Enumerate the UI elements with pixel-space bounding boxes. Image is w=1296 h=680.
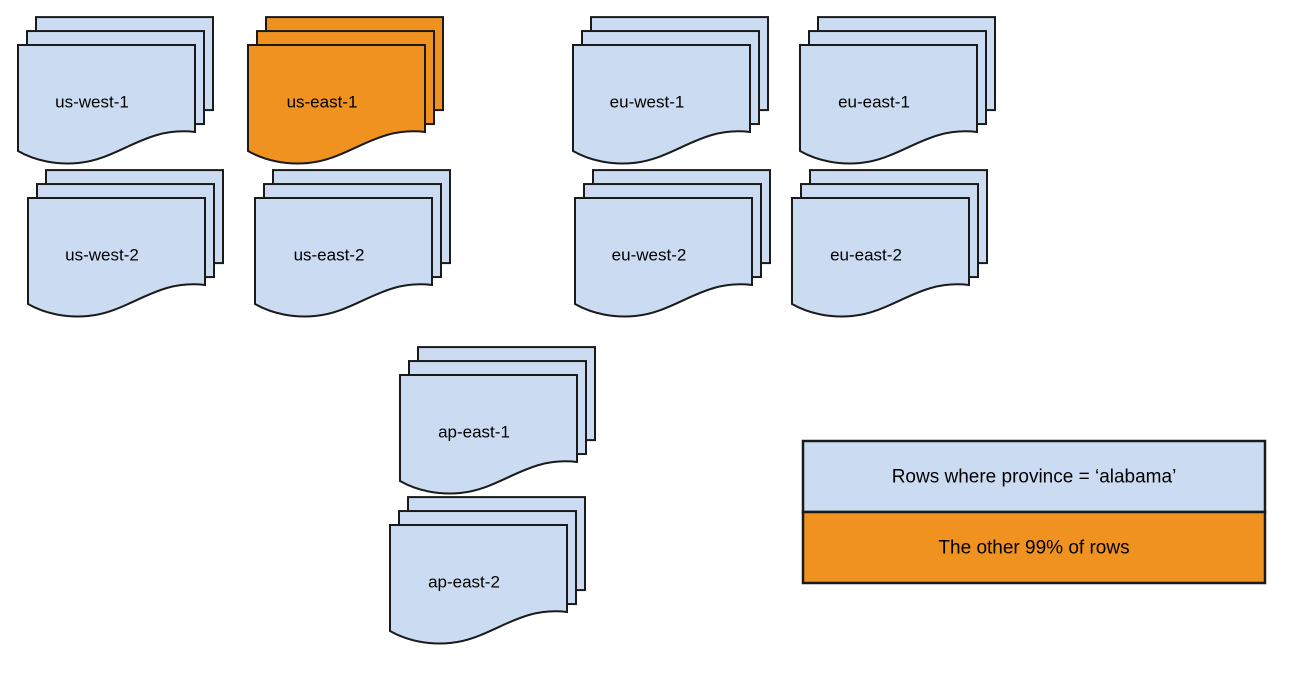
doc-stack-front-sheet <box>799 44 978 165</box>
doc-stack-label-ap-east-2: ap-east-2 <box>428 572 500 591</box>
doc-stack-label-us-east-2: us-east-2 <box>294 245 365 264</box>
doc-stack-eu-west-2[interactable]: eu-west-2 <box>574 169 771 318</box>
doc-stack-ap-east-1[interactable]: ap-east-1 <box>399 346 596 495</box>
doc-stack-label-us-west-1: us-west-1 <box>55 92 129 111</box>
doc-stack-eu-east-2[interactable]: eu-east-2 <box>791 169 988 318</box>
doc-stack-us-east-1[interactable]: us-east-1 <box>247 16 444 165</box>
doc-stack-front-sheet <box>247 44 426 165</box>
legend-label-rows-alabama: Rows where province = ‘alabama’ <box>892 467 1177 488</box>
doc-stack-front-sheet <box>389 524 568 645</box>
doc-stack-label-eu-east-1: eu-east-1 <box>838 92 910 111</box>
doc-stack-front-sheet <box>254 197 433 318</box>
doc-stack-eu-east-1[interactable]: eu-east-1 <box>799 16 996 165</box>
doc-stack-label-us-east-1: us-east-1 <box>287 92 358 111</box>
doc-stack-front-sheet <box>574 197 753 318</box>
legend-swatch-rows-alabama <box>801 439 1267 514</box>
doc-stack-label-eu-west-1: eu-west-1 <box>610 92 685 111</box>
doc-stack-us-west-1[interactable]: us-west-1 <box>17 16 214 165</box>
doc-stack-label-us-west-2: us-west-2 <box>65 245 139 264</box>
doc-stack-label-eu-west-2: eu-west-2 <box>612 245 687 264</box>
doc-stack-front-sheet <box>791 197 970 318</box>
doc-stack-eu-west-1[interactable]: eu-west-1 <box>572 16 769 165</box>
legend-label-other-rows: The other 99% of rows <box>938 538 1129 559</box>
doc-stack-us-east-2[interactable]: us-east-2 <box>254 169 451 318</box>
doc-stack-us-west-2[interactable]: us-west-2 <box>27 169 224 318</box>
doc-stack-front-sheet <box>27 197 206 318</box>
doc-stack-ap-east-2[interactable]: ap-east-2 <box>389 496 586 645</box>
doc-stack-label-eu-east-2: eu-east-2 <box>830 245 902 264</box>
doc-stack-label-ap-east-1: ap-east-1 <box>438 422 510 441</box>
doc-stack-front-sheet <box>399 374 578 495</box>
doc-stack-front-sheet <box>17 44 196 165</box>
legend: Rows where province = ‘alabama’ The othe… <box>801 439 1267 585</box>
doc-stack-front-sheet <box>572 44 751 165</box>
legend-swatch-other-rows <box>801 510 1267 585</box>
stacks-layer: us-west-1 us-east-1 eu-west-1 eu-east-1 us-w… <box>17 16 996 645</box>
